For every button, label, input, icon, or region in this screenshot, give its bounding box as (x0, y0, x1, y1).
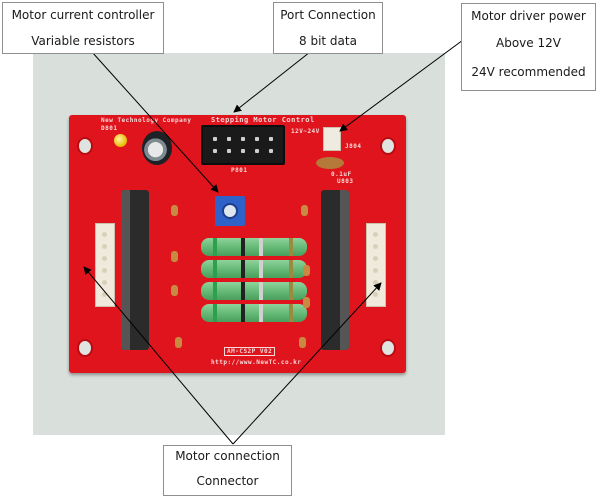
smd-capacitor (171, 251, 178, 262)
led-indicator (114, 134, 127, 147)
callout-port-connection: Port Connection 8 bit data (273, 2, 383, 54)
callout-line: Variable resistors (31, 34, 135, 48)
motor-connector-right (366, 223, 386, 307)
model-label: AM-CS2P V02 (224, 347, 276, 356)
callout-line: Motor connection (175, 449, 280, 463)
power-connector (323, 127, 341, 151)
mounting-hole (77, 137, 93, 155)
smd-capacitor (303, 297, 310, 308)
callout-line: 24V recommended (471, 65, 586, 79)
callout-line: Motor current controller (11, 8, 155, 22)
led-ref-label: D801 (101, 125, 118, 132)
power-resistor (201, 282, 307, 300)
callout-motor-connection: Motor connection Connector (163, 445, 292, 496)
motor-driver-ic-left (121, 190, 149, 350)
cap-value-label: 0.1uF (331, 171, 352, 178)
ceramic-capacitor (316, 157, 344, 169)
smd-capacitor (301, 205, 308, 216)
power-resistor (201, 304, 307, 322)
callout-driver-power: Motor driver power Above 12V 24V recomme… (461, 3, 596, 91)
pcb-board: New Technology Company D801 Stepping Mot… (69, 115, 406, 373)
port-header-connector (201, 125, 285, 165)
header-ref-label: P801 (231, 167, 248, 174)
smd-capacitor (303, 265, 310, 276)
smd-capacitor (171, 285, 178, 296)
company-label: New Technology Company (101, 117, 192, 124)
smd-capacitor (175, 337, 182, 348)
mounting-hole (77, 339, 93, 357)
variable-resistor-potentiometer (215, 196, 245, 226)
mounting-hole (380, 339, 396, 357)
url-label: http://www.NewTC.co.kr (211, 359, 302, 366)
smd-capacitor (299, 337, 306, 348)
board-photo: New Technology Company D801 Stepping Mot… (33, 53, 445, 435)
callout-line: Connector (196, 474, 259, 488)
electrolytic-capacitor (142, 131, 172, 165)
callout-current-controller: Motor current controller Variable resist… (2, 2, 164, 54)
power-connector-ref: J804 (345, 143, 362, 150)
callout-line: Port Connection (280, 8, 376, 22)
callout-line: Above 12V (496, 36, 561, 50)
callout-line: 8 bit data (299, 34, 357, 48)
power-label: 12V~24V (291, 128, 320, 135)
callout-line: Motor driver power (471, 9, 586, 23)
power-resistor (201, 238, 307, 256)
motor-driver-ic-right (321, 190, 349, 350)
smd-capacitor (171, 205, 178, 216)
motor-connector-left (95, 223, 115, 307)
mounting-hole (380, 137, 396, 155)
driver-ref-label: U803 (337, 178, 354, 185)
board-title-label: Stepping Motor Control (211, 116, 315, 124)
power-resistor (201, 260, 307, 278)
